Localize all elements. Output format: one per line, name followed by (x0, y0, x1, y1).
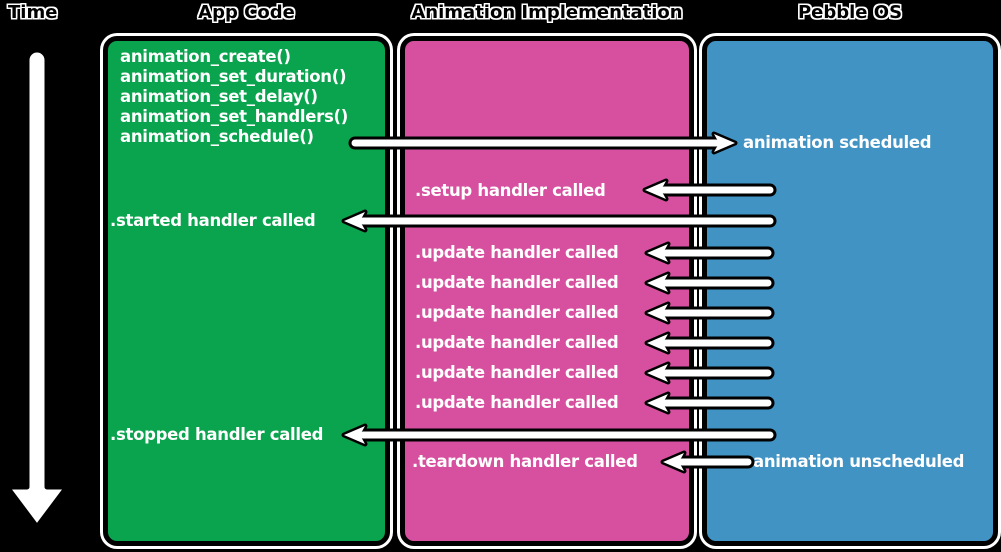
app-code-function-list: animation_create() animation_set_duratio… (120, 47, 348, 147)
label-update-handler-called-6: .update handler called (415, 393, 619, 412)
function-animation-set-delay: animation_set_delay() (120, 87, 318, 106)
label-animation-scheduled: animation scheduled (743, 133, 932, 152)
function-animation-schedule: animation_schedule() (120, 127, 314, 146)
function-animation-set-duration: animation_set_duration() (120, 67, 347, 86)
time-arrow-icon (4, 47, 70, 530)
label-stopped-handler-called: .stopped handler called (110, 425, 324, 444)
lane-pebble-os (702, 36, 998, 546)
header-app-code: App Code (198, 2, 295, 23)
header-pebble-os: Pebble OS (797, 2, 903, 23)
header-time: Time (8, 2, 58, 23)
label-update-handler-called-5: .update handler called (415, 363, 619, 382)
label-teardown-handler-called: .teardown handler called (412, 452, 638, 471)
label-update-handler-called-4: .update handler called (415, 333, 619, 352)
function-animation-create: animation_create() (120, 47, 291, 66)
header-animation-implementation: Animation Implementation (411, 2, 683, 23)
lane-app-code (103, 36, 390, 546)
label-animation-unscheduled: animation unscheduled (753, 452, 965, 471)
label-setup-handler-called: .setup handler called (415, 181, 606, 200)
label-started-handler-called: .started handler called (110, 211, 316, 230)
label-update-handler-called-2: .update handler called (415, 273, 619, 292)
label-update-handler-called-3: .update handler called (415, 303, 619, 322)
function-animation-set-handlers: animation_set_handlers() (120, 107, 349, 126)
label-update-handler-called-1: .update handler called (415, 243, 619, 262)
